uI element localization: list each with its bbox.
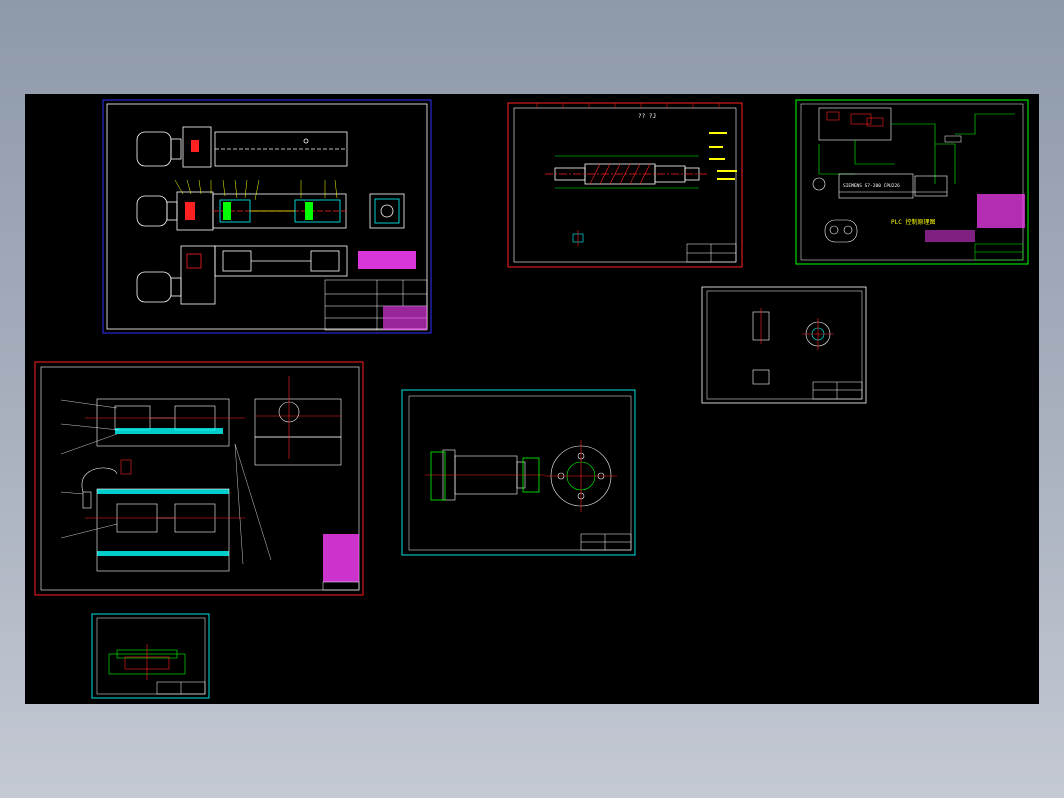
sheet-bracket-part-drawing[interactable]: [701, 286, 867, 404]
motor-top-view: [136, 126, 348, 168]
leader-lines: [60, 399, 272, 565]
cable-assembly: [81, 459, 132, 509]
bracket-side-view: [802, 318, 834, 350]
sheet-inner-border: [96, 617, 206, 695]
assembly-section-view: [136, 191, 347, 231]
sheet-assembly-drawing[interactable]: [102, 99, 432, 334]
flange-front-view: [545, 440, 617, 512]
bracket-front-view: [752, 308, 770, 344]
plc-cpu: [838, 173, 948, 199]
motor-plan-view: [136, 245, 348, 305]
plc-model-label: SIEMENS S7-200 CPU226: [843, 183, 900, 189]
end-view: [369, 193, 405, 229]
motor-side-view: [425, 449, 545, 501]
thread-hatching: [589, 163, 651, 185]
sheet-inner-border: [706, 290, 863, 400]
relay-symbol: [944, 135, 962, 143]
parts-list: [322, 534, 360, 591]
side-view: [254, 376, 342, 466]
cad-drawing-canvas[interactable]: ?? ?J: [25, 94, 1039, 704]
cad-model-space[interactable]: ?? ?J: [25, 94, 1039, 704]
zone-ticks: [536, 103, 720, 108]
power-block: [818, 107, 892, 141]
wiring: [818, 113, 1015, 184]
part-details: [124, 644, 170, 680]
sheet-border: [102, 99, 432, 334]
bracket-top-view: [752, 369, 770, 385]
coupling: [191, 140, 199, 152]
title-block: [812, 381, 863, 400]
lower-section: [96, 488, 230, 572]
upper-section: [96, 398, 230, 447]
sheet-border: [795, 99, 1029, 265]
dimension-lines: [555, 155, 699, 189]
leader-lines: [174, 179, 338, 201]
flange-coils: [430, 451, 540, 501]
sheet-border: [34, 361, 364, 596]
io-table: [925, 194, 1025, 242]
diagram-caption: PLC 控制原理图: [891, 218, 935, 226]
sheet-inner-border: [408, 395, 632, 551]
sheet-inner-border: [513, 107, 737, 263]
sheet-inner-border: [800, 103, 1024, 261]
section-internals: [185, 199, 341, 223]
sheet-motor-flange-drawing[interactable]: [401, 389, 636, 556]
sheet-border: [507, 102, 743, 268]
operator-panel: [824, 219, 858, 243]
title-block: [156, 681, 206, 695]
sheet-border: [401, 389, 636, 556]
sheet-screw-shaft-drawing[interactable]: ?? ?J: [507, 102, 743, 268]
sheet-plc-wiring-diagram[interactable]: SIEMENS S7-200 CPU226 PLC 控制原理图: [795, 99, 1029, 265]
sheet-border: [91, 613, 210, 699]
sheet-small-part-drawing[interactable]: [91, 613, 210, 699]
title-block: [686, 243, 737, 263]
technical-notes: [358, 251, 416, 269]
sheet-inner-border: [40, 366, 360, 591]
sheet-gearbox-section-drawing[interactable]: [34, 361, 364, 596]
screw-shaft: [545, 163, 709, 185]
motor-symbol: [812, 177, 826, 191]
title-block: [324, 279, 428, 331]
annotation-column: [709, 132, 737, 180]
sheet-caption: ?? ?J: [638, 113, 656, 120]
hatched-walls: [97, 428, 229, 556]
sheet-border: [701, 286, 867, 404]
detail-view: [572, 230, 584, 246]
title-block: [974, 243, 1024, 261]
title-block: [580, 533, 632, 551]
sheet-inner-border: [106, 103, 428, 330]
